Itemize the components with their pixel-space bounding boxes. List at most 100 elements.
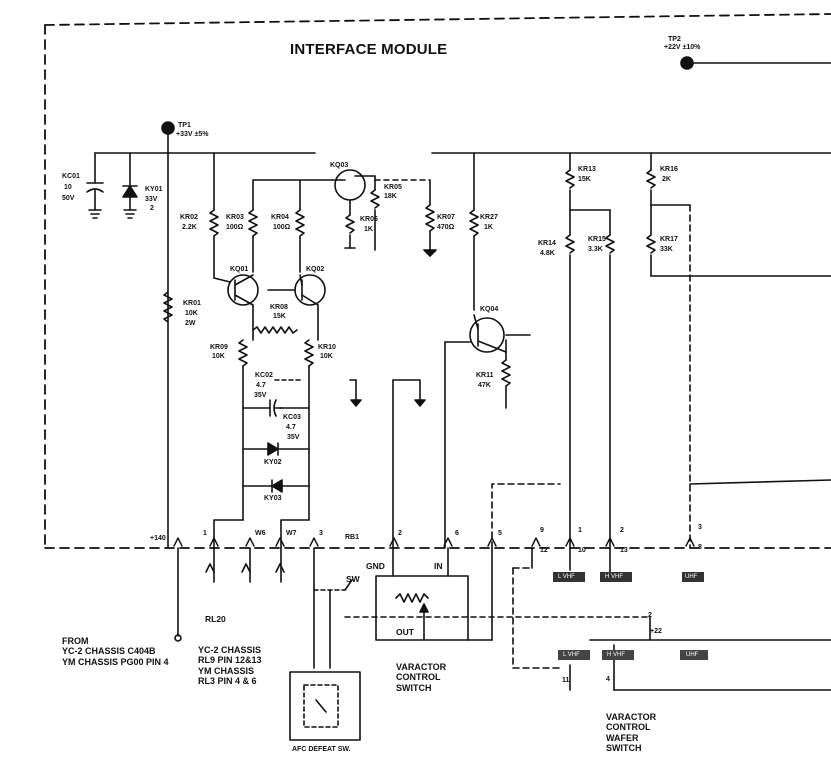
pin-label-140: +140 bbox=[150, 535, 166, 542]
pin-label-1b: 1 bbox=[578, 527, 582, 534]
kr11-value: 47K bbox=[478, 382, 491, 389]
kr03-resistor bbox=[248, 209, 258, 237]
kq03-ref: KQ03 bbox=[330, 162, 349, 169]
kr17-resistor bbox=[646, 234, 656, 254]
kc01-value: 10 bbox=[64, 184, 72, 191]
ky01-value: 33V bbox=[145, 196, 158, 203]
kr06-ref: KR06 bbox=[360, 216, 378, 223]
wafer-chips bbox=[553, 572, 708, 660]
chip-h-vhf bbox=[600, 572, 632, 582]
kc01-capacitor bbox=[86, 152, 104, 219]
kq04-transistor bbox=[444, 314, 507, 549]
kr13-ref: KR13 bbox=[578, 166, 596, 173]
module-boundary bbox=[44, 13, 831, 549]
kc02-value: 4.7 bbox=[256, 382, 266, 389]
kr27-ref: KR27 bbox=[480, 214, 498, 221]
kr07-resistor bbox=[425, 204, 435, 232]
kq04-ref: KQ04 bbox=[480, 306, 499, 313]
ky03-diode bbox=[242, 479, 310, 493]
chip-label-l-vhf-lower: L VHF bbox=[563, 652, 580, 658]
kr15-ref: KR15 bbox=[588, 236, 606, 243]
chip-label-h-vhf-lower: H VHF bbox=[607, 652, 625, 658]
kr16-resistor bbox=[646, 169, 656, 189]
pin-label-3b: 3 bbox=[698, 524, 702, 531]
kr03-ref: KR03 bbox=[226, 214, 244, 221]
kq01-ref: KQ01 bbox=[230, 266, 249, 273]
ky01-zener bbox=[122, 152, 138, 219]
pin-label-rb1: RB1 bbox=[345, 534, 360, 541]
kr15-resistor bbox=[605, 234, 615, 254]
kr01-ref: KR01 bbox=[183, 300, 201, 307]
from-block: FROM YC-2 CHASSIS C404B YM CHASSIS PG00 … bbox=[62, 636, 169, 667]
pin-label-w6: W6 bbox=[255, 530, 266, 537]
kc01-voltage: 50V bbox=[62, 195, 75, 202]
kq02-ref: KQ02 bbox=[306, 266, 325, 273]
pin-sub-12: 12 bbox=[540, 547, 548, 554]
chip-h-vhf-lower bbox=[602, 650, 634, 660]
ky02-diode bbox=[242, 442, 310, 456]
kr01-resistor bbox=[163, 291, 173, 323]
tp2-dot bbox=[680, 56, 694, 70]
sw-label: SW bbox=[346, 574, 360, 584]
chip-label-l-vhf: L VHF bbox=[558, 574, 575, 580]
tp2-value: +22V ±10% bbox=[664, 44, 701, 51]
kr07-value: 470Ω bbox=[437, 224, 455, 231]
kr09-ref: KR09 bbox=[210, 344, 228, 351]
afc-defeat-switch bbox=[289, 671, 361, 741]
kr09-resistor bbox=[238, 339, 248, 367]
tp1-value: +33V ±5% bbox=[176, 131, 209, 138]
kr08-resistor bbox=[252, 326, 298, 334]
wafer-switch-label: VARACTOR CONTROL WAFER SWITCH bbox=[606, 712, 657, 754]
kr14-value: 4.8K bbox=[540, 250, 555, 257]
pin-label-1: 1 bbox=[203, 530, 207, 537]
kc01-ref: KC01 bbox=[62, 173, 80, 180]
varactor-control-switch bbox=[375, 575, 469, 641]
pin-label-5: 5 bbox=[498, 530, 502, 537]
kr02-value: 2.2K bbox=[182, 224, 197, 231]
kc03-ref: KC03 bbox=[283, 414, 301, 421]
page-title: INTERFACE MODULE bbox=[290, 41, 448, 58]
pin-sub-13: 13 bbox=[620, 547, 628, 554]
rl20-label: RL20 bbox=[205, 614, 226, 624]
kr03-value: 100Ω bbox=[226, 224, 244, 231]
out-label: OUT bbox=[396, 627, 414, 637]
kq02-transistor bbox=[294, 274, 326, 341]
kr14-ref: KR14 bbox=[538, 240, 556, 247]
kc02-ref: KC02 bbox=[255, 372, 273, 379]
afc-defeat-label: AFC DEFEAT SW. bbox=[292, 746, 351, 753]
pin-label-9: 9 bbox=[540, 527, 544, 534]
kr07-ref: KR07 bbox=[437, 214, 455, 221]
n11-label: 11 bbox=[562, 677, 570, 684]
chip-l-vhf bbox=[553, 572, 585, 582]
plus22-label: +22 bbox=[650, 628, 662, 635]
kc03-voltage: 35V bbox=[287, 434, 300, 441]
kc02-capacitor bbox=[242, 379, 310, 417]
kr09-value: 10K bbox=[212, 353, 225, 360]
chip-uhf-lower bbox=[680, 650, 708, 660]
chip-label-h-vhf: H VHF bbox=[605, 574, 623, 580]
kr08-ref: KR08 bbox=[270, 304, 288, 311]
kr05-value: 18K bbox=[384, 193, 397, 200]
chip-label-uhf-lower: UHF bbox=[686, 652, 699, 658]
kr11-resistor bbox=[501, 359, 511, 387]
n4-label: 4 bbox=[606, 676, 610, 683]
kr27-value: 1K bbox=[484, 224, 493, 231]
pin-label-2: 2 bbox=[398, 530, 402, 537]
pin-label-3: 3 bbox=[319, 530, 323, 537]
kr17-ref: KR17 bbox=[660, 236, 678, 243]
chip-label-uhf: UHF bbox=[685, 574, 698, 580]
kr11-ref: KR11 bbox=[476, 372, 494, 379]
kr01-rating: 2W bbox=[185, 320, 196, 327]
kr04-resistor bbox=[295, 209, 305, 237]
varactor-switch-label: VARACTOR CONTROL SWITCH bbox=[396, 662, 447, 693]
kr14-resistor bbox=[565, 234, 575, 254]
kr04-value: 100Ω bbox=[273, 224, 291, 231]
kr13-value: 15K bbox=[578, 176, 591, 183]
kc03-value: 4.7 bbox=[286, 424, 296, 431]
kr16-value: 2K bbox=[662, 176, 671, 183]
chip-l-vhf-lower bbox=[558, 650, 590, 660]
kr08-value: 15K bbox=[273, 313, 286, 320]
kr27-resistor bbox=[469, 209, 479, 237]
kr10-resistor bbox=[304, 339, 314, 367]
